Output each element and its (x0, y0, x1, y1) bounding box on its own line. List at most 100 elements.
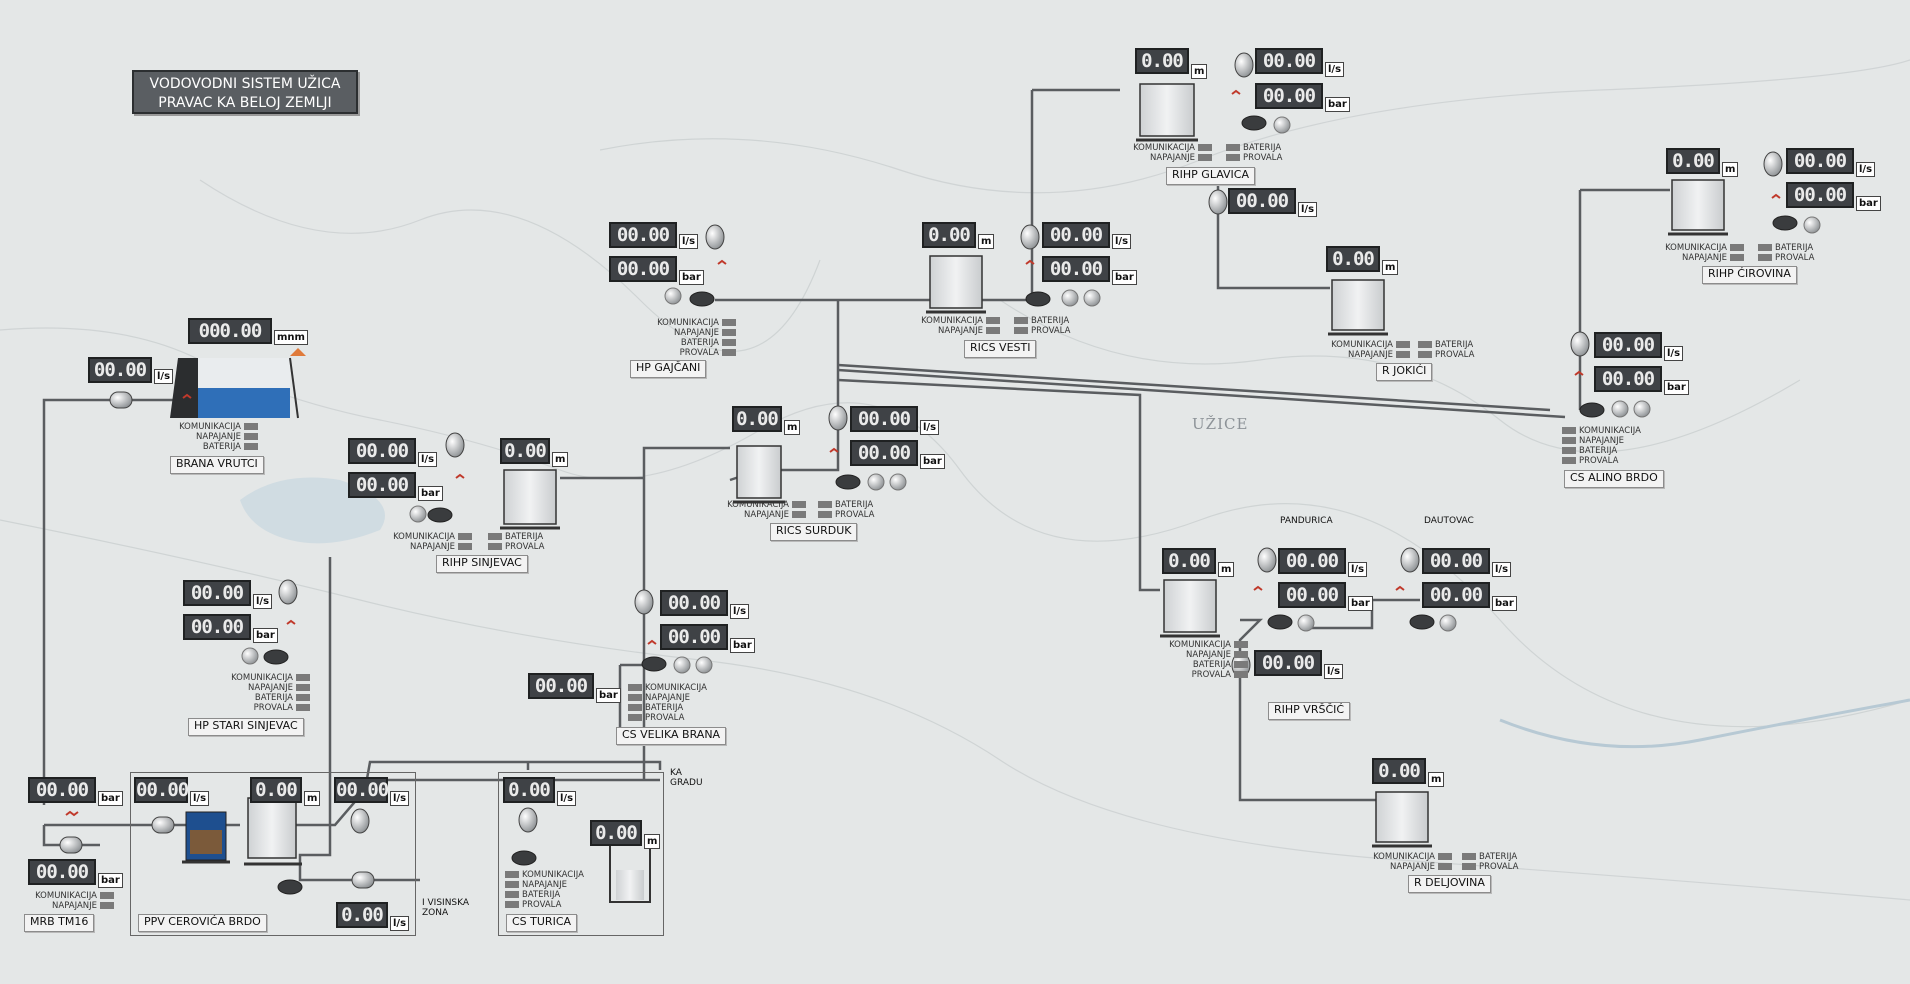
unit-m: m (304, 791, 321, 806)
unit-mnm: mnm (274, 330, 308, 345)
unit-ls: l/s (1664, 346, 1684, 361)
hp-stari-sinjevac-flow: 00.00 (183, 580, 251, 606)
ppv-cerovica-level: 0.00 (250, 777, 302, 803)
unit-bar: bar (1664, 380, 1689, 395)
hp-stari-sinjevac-pressure: 00.00 (183, 614, 251, 640)
rihp-cirovina-flow: 00.00 (1786, 148, 1854, 174)
rics-surduk-flow: 00.00 (850, 406, 918, 432)
rics-vesti-level: 0.00 (922, 222, 976, 248)
station-rihp-cirovina[interactable]: RIHP ĆIROVINA (1702, 266, 1797, 284)
cs-velika-brana-flow: 00.00 (660, 590, 728, 616)
station-rics-vesti[interactable]: RICS VESTI (964, 340, 1037, 358)
unit-bar: bar (98, 791, 123, 806)
dam (170, 348, 306, 419)
meters (59, 52, 1783, 889)
unit-m: m (552, 452, 569, 467)
city-label: UŽICE (1192, 415, 1249, 433)
rihp-sinjevac-level: 0.00 (500, 438, 550, 464)
unit-ls: l/s (730, 604, 750, 619)
rihp-cirovina-level: 0.00 (1666, 148, 1720, 174)
station-hp-stari-sinjevac[interactable]: HP STARI SINJEVAC (188, 718, 304, 736)
station-rihp-glavica[interactable]: RIHP GLAVICA (1166, 167, 1255, 185)
ppv-cerovica-flow-zone: 0.00 (336, 902, 388, 928)
unit-bar: bar (679, 270, 704, 285)
r-deljovina-level: 0.00 (1372, 758, 1426, 784)
rihp-vrscic-pressure-pandurica: 00.00 (1278, 582, 1346, 608)
unit-bar: bar (1492, 596, 1517, 611)
station-cs-alino-brdo[interactable]: CS ALINO BRDO (1564, 470, 1664, 488)
unit-m: m (1382, 260, 1399, 275)
pumps (263, 115, 1798, 895)
unit-ls: l/s (1112, 234, 1132, 249)
station-r-jokici[interactable]: R JOKIĆI (1376, 363, 1433, 381)
station-cs-velika-brana[interactable]: CS VELIKA BRANA (616, 727, 727, 745)
rihp-vrscic-flow-out: 00.00 (1254, 650, 1322, 676)
station-rihp-vrscic[interactable]: RIHP VRŠČIĆ (1268, 702, 1351, 720)
unit-bar: bar (418, 486, 443, 501)
cs-velika-brana-pressure: 00.00 (660, 624, 728, 650)
station-brana-vrutci[interactable]: BRANA VRUTCI (170, 456, 264, 474)
unit-m: m (1191, 64, 1208, 79)
unit-m: m (1722, 162, 1739, 177)
station-rihp-sinjevac[interactable]: RIHP SINJEVAC (436, 555, 528, 573)
system-title: VODOVODNI SISTEM UŽICA PRAVAC KA BELOJ Z… (132, 70, 358, 114)
r-jokici-level: 0.00 (1326, 246, 1380, 272)
unit-ls: l/s (154, 369, 174, 384)
station-cs-turica[interactable]: CS TURICA (506, 914, 578, 932)
rihp-sinjevac-flow: 00.00 (348, 438, 416, 464)
rihp-glavica-pressure: 00.00 (1255, 83, 1323, 109)
rics-vesti-pressure: 00.00 (1042, 256, 1110, 282)
rihp-sinjevac-pressure: 00.00 (348, 472, 416, 498)
unit-ls: l/s (920, 420, 940, 435)
cs-velika-brana-pressure-in: 00.00 (528, 673, 594, 699)
rihp-vrscic-flow-dautovac: 00.00 (1422, 548, 1490, 574)
unit-bar: bar (1348, 596, 1373, 611)
ppv-cerovica-brdo-frame (130, 772, 416, 936)
pipelines (42, 88, 1670, 882)
unit-bar: bar (1856, 196, 1881, 211)
unit-m: m (978, 234, 995, 249)
station-r-deljovina[interactable]: R DELJOVINA (1408, 875, 1491, 893)
unit-ls: l/s (679, 234, 699, 249)
brana-vrutci-elevation: 000.00 (188, 318, 272, 344)
cs-turica-frame (498, 772, 664, 936)
mrb-tm16-pressure-1: 00.00 (28, 777, 96, 803)
unit-ls: l/s (557, 791, 577, 806)
ppv-cerovica-flow-in: 00.00 (134, 777, 189, 803)
unit-ls: l/s (390, 791, 410, 806)
rics-surduk-level: 0.00 (732, 406, 782, 432)
station-rics-surduk[interactable]: RICS SURDUK (770, 523, 858, 541)
unit-bar: bar (920, 454, 945, 469)
cs-alino-brdo-pressure: 00.00 (1594, 366, 1662, 392)
rihp-glavica-flow: 00.00 (1255, 48, 1323, 74)
unit-ls: l/s (1298, 202, 1318, 217)
rihp-glavica-level: 0.00 (1135, 48, 1189, 74)
station-mrb-tm16[interactable]: MRB TM16 (24, 914, 95, 932)
station-hp-gajcani[interactable]: HP GAJČANI (630, 360, 707, 378)
status-lamps (241, 116, 1821, 674)
unit-ls: l/s (1856, 162, 1876, 177)
unit-ls: l/s (253, 594, 273, 609)
cs-alino-brdo-flow: 00.00 (1594, 332, 1662, 358)
mrb-tm16-pressure-2: 00.00 (28, 859, 96, 885)
station-ppv-cerovica-brdo[interactable]: PPV CEROVIĆA BRDO (138, 914, 267, 932)
